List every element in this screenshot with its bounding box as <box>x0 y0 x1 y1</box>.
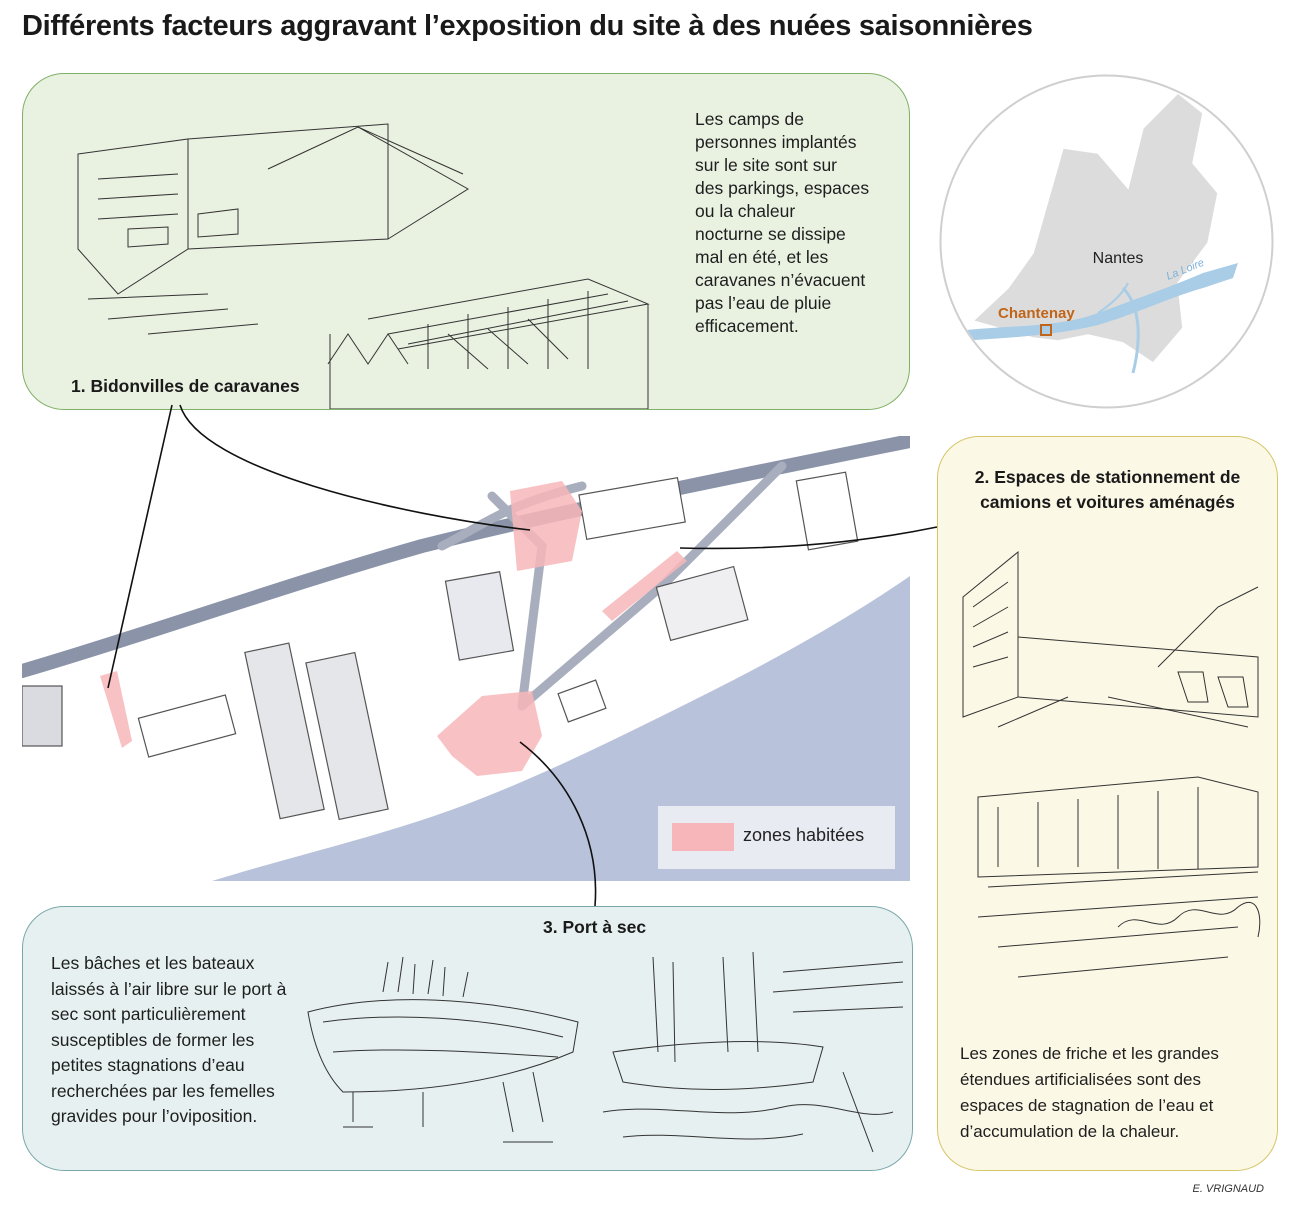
page-title: Différents facteurs aggravant l’expositi… <box>22 10 1033 42</box>
panel1-text: Les camps de personnes implantés sur le … <box>695 108 869 338</box>
panel1-line: caravanes n’évacuent <box>695 270 866 290</box>
panel1-heading: 1. Bidonvilles de caravanes <box>71 376 300 396</box>
habited-zone-port <box>437 691 542 776</box>
panel3-line: recherchées par les femelles <box>51 1080 275 1101</box>
panel1-line: Les camps de <box>695 109 804 129</box>
panel-caravan-slums: Les camps de personnes implantés sur le … <box>22 73 910 410</box>
panel3-line: petites stagnations d’eau <box>51 1055 245 1075</box>
panel2-heading-line: 2. Espaces de stationnement de <box>974 467 1241 487</box>
parking-street-sketch <box>962 550 1261 978</box>
panel2-heading: 2. Espaces de stationnement de camions e… <box>938 465 1277 515</box>
caravan-buildings-sketch <box>77 123 650 409</box>
panel-parking-areas: 2. Espaces de stationnement de camions e… <box>937 436 1278 1171</box>
panel1-line: des parkings, espaces <box>695 178 870 198</box>
author-credit: E. VRIGNAUD <box>1192 1183 1264 1195</box>
legend-label: zones habitées <box>743 825 865 845</box>
panel1-line: pas l’eau de pluie <box>695 293 832 313</box>
habited-zone-west <box>100 671 132 748</box>
panel3-line: sec sont particulièrement <box>51 1004 246 1024</box>
panel1-line: personnes implantés <box>695 132 857 152</box>
panel2-line: espaces de stagnation de l’eau et <box>960 1096 1214 1115</box>
panel3-line: Les bâches et les bateaux <box>51 953 255 973</box>
panel1-line: sur le site sont sur <box>695 155 837 175</box>
loire-water <box>212 576 910 881</box>
map-legend: zones habitées <box>658 806 895 869</box>
site-label: Chantenay <box>998 305 1075 322</box>
panel3-text: Les bâches et les bateaux laissés à l’ai… <box>51 951 286 1130</box>
panel2-text: Les zones de friche et les grandes étend… <box>960 1041 1219 1145</box>
site-marker <box>1040 324 1052 336</box>
habited-zone-road <box>602 551 687 621</box>
panel2-line: Les zones de friche et les grandes <box>960 1044 1219 1063</box>
panel2-heading-line: camions et voitures aménagés <box>980 492 1235 512</box>
city-label: Nantes <box>1093 250 1144 267</box>
legend-swatch <box>672 823 734 851</box>
panel2-line: d’accumulation de la chaleur. <box>960 1122 1180 1141</box>
dry-port-boats-sketch <box>307 952 903 1153</box>
panel3-line: laissés à l’air libre sur le port à <box>51 978 287 999</box>
panel2-line: étendues artificialisées sont des <box>960 1070 1201 1089</box>
nantes-locator-map: Nantes La Loire Chantenay <box>939 74 1274 409</box>
panel3-line: gravides pour l’oviposition. <box>51 1106 258 1126</box>
panel3-line: susceptibles de former les <box>51 1029 255 1050</box>
panel-dry-port: 3. Port à sec Les bâches et les bateaux … <box>22 906 913 1171</box>
panel1-line: nocturne se dissipe <box>695 224 846 244</box>
panel1-line: mal en été, et les <box>695 247 829 267</box>
panel1-line: efficacement. <box>695 316 799 336</box>
panel1-line: ou la chaleur <box>695 201 796 221</box>
loire-river <box>958 263 1238 341</box>
panel3-heading: 3. Port à sec <box>543 917 647 937</box>
